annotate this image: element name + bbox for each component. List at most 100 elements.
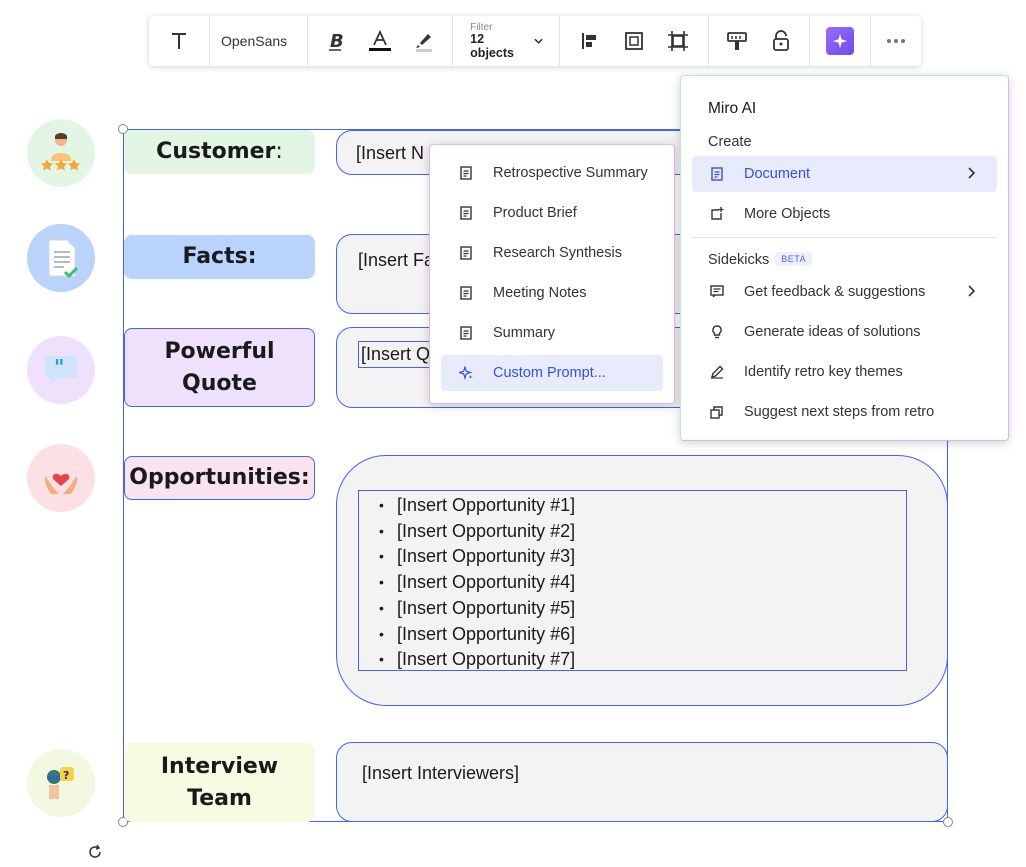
more-button[interactable] xyxy=(871,16,921,66)
menu-item-label: Research Synthesis xyxy=(493,245,622,261)
team-label[interactable]: Interview Team xyxy=(124,743,315,822)
list-item[interactable]: •[Insert Opportunity #5] xyxy=(379,596,906,622)
opportunities-avatar xyxy=(27,444,95,512)
facts-value-text[interactable]: [Insert Fa xyxy=(358,250,435,270)
quote-label-line1: Powerful xyxy=(164,338,275,364)
menu-item-get-feedback[interactable]: Get feedback & suggestions xyxy=(692,274,997,310)
list-item-text: [Insert Opportunity #1] xyxy=(397,495,576,515)
menu-item-label: Generate ideas of solutions xyxy=(744,324,921,340)
menu-item-label: Summary xyxy=(493,325,556,341)
list-item-text: [Insert Opportunity #2] xyxy=(397,520,576,541)
filter-dropdown[interactable]: Filter 12 objects xyxy=(453,16,559,66)
sparkle-icon xyxy=(826,27,854,55)
resize-handle-bottom-left[interactable] xyxy=(118,817,128,827)
opportunities-label[interactable]: Opportunities: xyxy=(124,456,315,500)
rotate-icon[interactable] xyxy=(86,843,104,861)
document-icon xyxy=(459,206,473,220)
list-item[interactable]: •[Insert Opportunity #4] xyxy=(379,570,906,596)
customer-label[interactable]: Customer: xyxy=(124,130,315,174)
frame-icon xyxy=(625,32,643,50)
sidekicks-label-text: Sidekicks xyxy=(708,252,770,268)
more-icon xyxy=(887,39,905,43)
document-icon xyxy=(459,246,473,260)
opportunities-list[interactable]: •[Insert Opportunity #1] •[Insert Opport… xyxy=(358,490,907,671)
chevron-right-icon xyxy=(968,285,975,297)
menu-item-label: Suggest next steps from retro xyxy=(744,404,935,420)
menu-item-label: Document xyxy=(744,166,811,182)
beta-badge: BETA xyxy=(775,252,813,266)
lightbulb-icon xyxy=(710,325,724,339)
list-item[interactable]: •[Insert Opportunity #7] xyxy=(379,647,906,673)
ai-group xyxy=(810,16,871,66)
menu-title: Miro AI xyxy=(708,100,757,117)
lock-button[interactable] xyxy=(759,16,803,66)
chevron-down-icon xyxy=(534,38,543,44)
format-painter-button[interactable] xyxy=(715,16,759,66)
menu-item-summary[interactable]: Summary xyxy=(441,315,663,351)
quote-value-text[interactable]: [Insert Q xyxy=(358,341,434,368)
team-value-box[interactable] xyxy=(336,742,948,822)
menu-item-custom-prompt[interactable]: Custom Prompt... xyxy=(441,355,663,391)
style-group xyxy=(709,16,810,66)
unlock-icon xyxy=(773,30,789,51)
menu-item-meeting-notes[interactable]: Meeting Notes xyxy=(441,275,663,311)
facts-label[interactable]: Facts: xyxy=(124,235,315,279)
menu-divider xyxy=(692,237,997,238)
svg-text:": " xyxy=(54,355,64,379)
facts-avatar xyxy=(27,224,95,292)
list-item[interactable]: •[Insert Opportunity #3] xyxy=(379,544,906,570)
customer-rating-icon xyxy=(41,133,80,171)
text-type-button[interactable] xyxy=(149,16,209,66)
document-template-submenu: Retrospective Summary Product Brief Rese… xyxy=(429,144,675,404)
opportunities-value-box[interactable] xyxy=(336,455,948,706)
text-color-icon xyxy=(369,29,392,51)
list-item-text: [Insert Opportunity #5] xyxy=(397,597,576,618)
add-object-icon xyxy=(710,207,724,221)
list-item[interactable]: •[Insert Opportunity #6] xyxy=(379,622,906,648)
frame-button[interactable] xyxy=(612,16,656,66)
menu-item-retrospective-summary[interactable]: Retrospective Summary xyxy=(441,155,663,191)
quote-bubble-icon: " xyxy=(45,355,77,386)
font-group: OpenSans xyxy=(210,16,309,66)
menu-item-more-objects[interactable]: More Objects xyxy=(692,196,997,232)
quote-avatar: " xyxy=(27,336,95,404)
customer-value-text[interactable]: [Insert N xyxy=(356,143,425,163)
highlight-button[interactable] xyxy=(402,16,446,66)
sidekicks-section-label: Sidekicks BETA xyxy=(708,252,813,268)
team-avatar: ? xyxy=(27,749,95,817)
create-section-label: Create xyxy=(708,134,752,150)
menu-item-document[interactable]: Document xyxy=(692,156,997,192)
menu-item-research-synthesis[interactable]: Research Synthesis xyxy=(441,235,663,271)
menu-item-suggest-next-steps[interactable]: Suggest next steps from retro xyxy=(692,394,997,430)
quote-label[interactable]: Powerful Quote xyxy=(124,328,315,407)
bold-button[interactable]: B xyxy=(314,16,358,66)
context-toolbar: OpenSans B Filter 12 objects xyxy=(149,16,921,66)
text-icon xyxy=(172,33,186,49)
miro-ai-menu: Miro AI Create Document More Objects Sid… xyxy=(680,75,1009,441)
quote-label-line2: Quote xyxy=(182,370,257,396)
group-button[interactable] xyxy=(656,16,700,66)
menu-item-identify-themes[interactable]: Identify retro key themes xyxy=(692,354,997,390)
text-color-button[interactable] xyxy=(358,16,402,66)
resize-handle-top-left[interactable] xyxy=(118,124,128,134)
align-icon xyxy=(582,33,596,49)
font-family-select[interactable]: OpenSans xyxy=(221,33,288,49)
chevron-right-icon xyxy=(968,167,975,179)
list-item[interactable]: •[Insert Opportunity #1] xyxy=(379,493,906,519)
align-button[interactable] xyxy=(568,16,612,66)
heart-hands-icon xyxy=(44,473,78,494)
resize-handle-bottom-right[interactable] xyxy=(943,817,953,827)
miro-ai-button[interactable] xyxy=(818,16,862,66)
svg-text:B: B xyxy=(330,31,344,51)
list-item[interactable]: •[Insert Opportunity #2] xyxy=(379,519,906,545)
menu-item-product-brief[interactable]: Product Brief xyxy=(441,195,663,231)
menu-item-label: Identify retro key themes xyxy=(744,364,903,380)
list-item-text: [Insert Opportunity #3] xyxy=(397,546,576,567)
bold-icon: B xyxy=(329,31,344,51)
menu-item-generate-ideas[interactable]: Generate ideas of solutions xyxy=(692,314,997,350)
sparkle-icon xyxy=(459,366,473,380)
menu-item-label: Retrospective Summary xyxy=(493,165,648,181)
team-value-text[interactable]: [Insert Interviewers] xyxy=(362,763,520,783)
list-item-text: [Insert Opportunity #4] xyxy=(397,572,576,593)
